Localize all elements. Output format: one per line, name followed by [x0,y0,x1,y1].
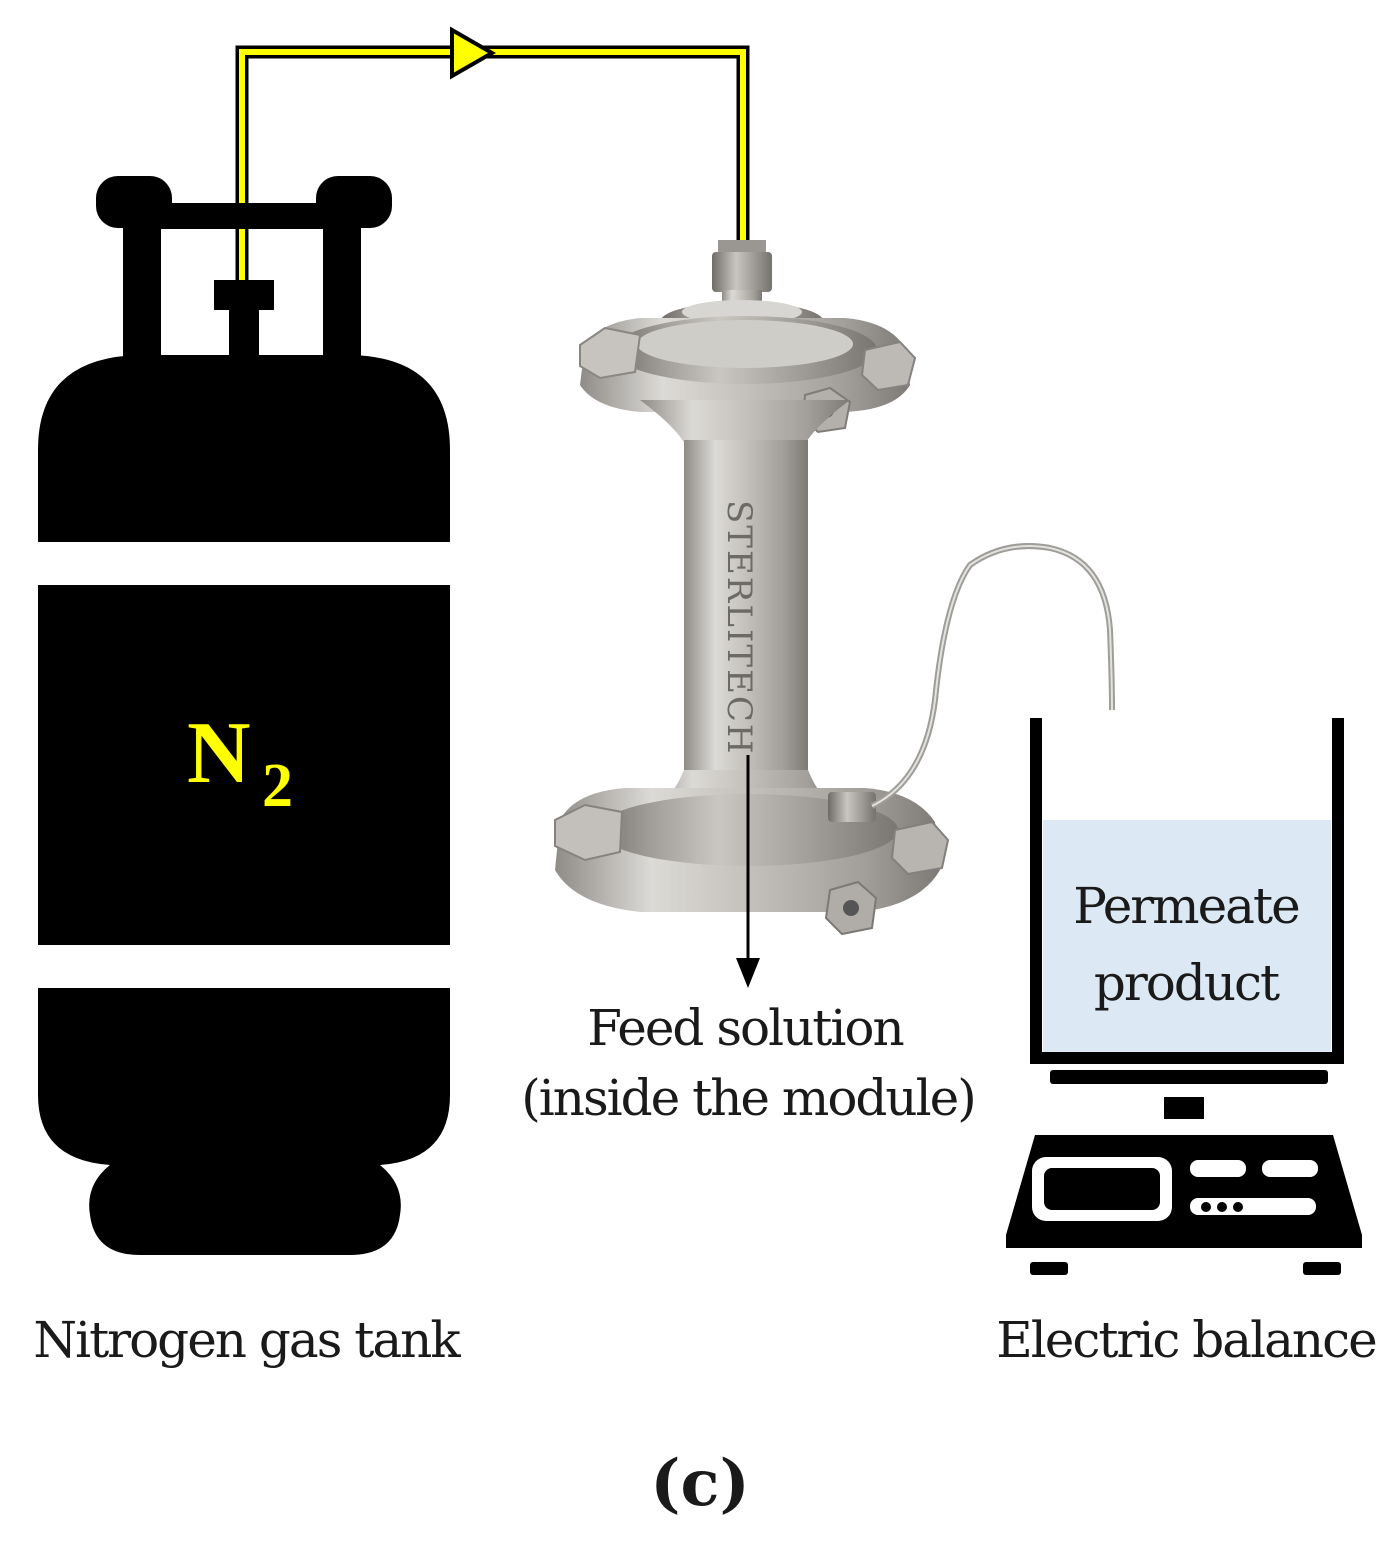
panel-label: (c) [650,1446,750,1521]
electronic-scale-icon [1006,1070,1362,1275]
membrane-module-icon: STERLITECH [554,240,950,936]
beaker-icon [1030,718,1344,1064]
tank-symbol: N [187,705,251,802]
module-brand: STERLITECH [719,500,759,756]
flow-arrow-icon [736,755,760,988]
tank-symbol-subscript: 2 [262,752,293,820]
permeate-tube [870,543,1115,809]
tank-caption: Nitrogen gas tank [33,1311,461,1369]
permeate-label: Permeate [1073,877,1299,935]
gas-cylinder-icon [38,176,450,1255]
feed-solution-label: Feed solution [587,999,903,1057]
feed-solution-sublabel: (inside the module) [521,1069,974,1127]
balance-caption: Electric balance [996,1311,1376,1369]
permeate-sublabel: product [1094,954,1280,1012]
gas-line [235,26,750,300]
flow-arrow-icon [450,26,497,80]
